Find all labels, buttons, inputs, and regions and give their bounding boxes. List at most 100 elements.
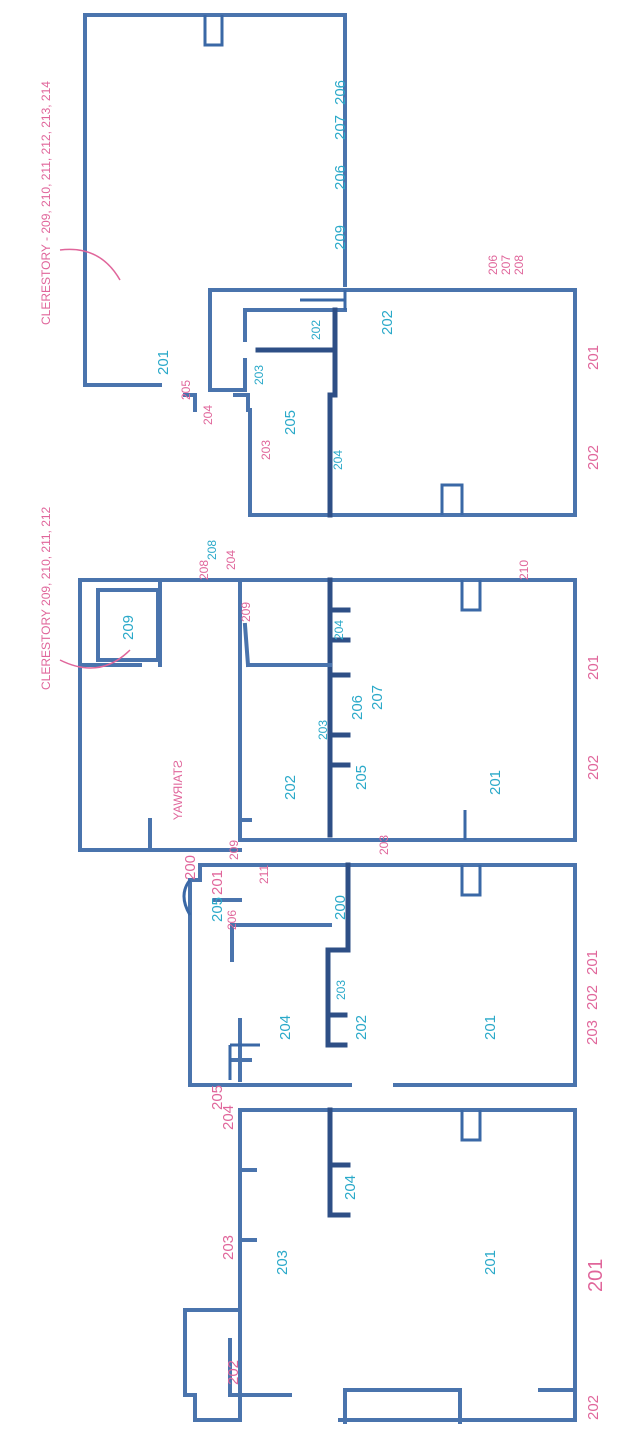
unit-4-blue-label: 206	[332, 165, 349, 190]
unit-2-blue-label: 203	[334, 980, 348, 1000]
unit-3-stairway-label: STAIRWAY	[171, 760, 185, 820]
unit-4-clerestory-arrow	[59, 248, 121, 281]
unit-4-blue-label: 205	[282, 410, 299, 435]
unit-4-pink-label: 206	[486, 255, 500, 275]
unit-2-pink-label: 200	[182, 855, 199, 880]
unit-4-pink-label: 203	[259, 440, 273, 460]
unit-2-pink-label: 203	[584, 1020, 601, 1045]
unit-3-blue-label: 203	[316, 720, 330, 740]
unit-3-labels: 208 209 210 204 203 201 202 209 211 208 …	[39, 506, 602, 884]
unit-4-blue-label: 202	[379, 310, 396, 335]
unit-3-stair-room	[96, 588, 160, 662]
unit-3-blue-label: 205	[353, 765, 370, 790]
unit-3-blue-label: 204	[332, 620, 346, 640]
unit-3-pink-label: 208	[197, 560, 211, 580]
unit-4-pink-label: 202	[585, 445, 602, 470]
unit-4-pink-label: 204	[201, 405, 215, 425]
unit-3-pink-label: 209	[227, 840, 241, 860]
unit-1-pink-label: 204	[220, 1105, 237, 1130]
unit-2-walls	[182, 862, 577, 1087]
unit-2-bay-window	[460, 865, 482, 897]
unit-3-pink-label: 204	[224, 550, 238, 570]
unit-4-pink-label: 207	[499, 255, 513, 275]
unit-4-blue-label: 203	[252, 365, 266, 385]
unit-2-pink-label: 202	[584, 985, 601, 1010]
unit-3-partition	[327, 577, 351, 838]
unit-2-pink-label: 201	[209, 870, 226, 895]
unit-2-outline	[188, 863, 577, 1087]
unit-3-blue-label: 208	[205, 540, 219, 560]
unit-2-blue-label: 204	[277, 1015, 294, 1040]
unit-3-pink-label: 209	[239, 602, 253, 622]
unit-1-walls	[183, 1107, 577, 1424]
unit-3-walls	[78, 577, 577, 852]
unit-3-pink-label: 211	[257, 865, 271, 884]
unit-2-blue-label: 205	[209, 897, 226, 922]
unit-1-outline	[183, 1108, 577, 1422]
unit-2-partition	[325, 862, 351, 1048]
unit-1-right-bays	[538, 1108, 577, 1422]
unit-4-column-marker	[343, 213, 347, 217]
unit-2-closet	[228, 1043, 260, 1080]
unit-3-blue-label: 206	[349, 695, 366, 720]
unit-4-column-marker	[343, 190, 347, 194]
unit-2-blue-label: 200	[332, 895, 349, 920]
unit-3-blue-label: 202	[282, 775, 299, 800]
unit-3-outline	[233, 578, 577, 842]
unit-4-blue-label: 201	[155, 350, 172, 375]
unit-3-pink-label: 203	[377, 835, 391, 855]
unit-2-inner-rooms	[230, 923, 332, 1082]
unit-4-stub-walls	[300, 290, 347, 310]
unit-4-walls	[83, 13, 577, 518]
unit-3-clerestory-arrow	[59, 649, 131, 669]
unit-4-blue-label: 204	[331, 450, 345, 470]
unit-1-blue-label: 204	[342, 1175, 359, 1200]
unit-2-pink-label: 205	[209, 1085, 226, 1110]
unit-1-partition	[327, 1107, 351, 1218]
unit-3-right-wall	[538, 578, 577, 842]
unit-2-blue-label: 201	[482, 1015, 499, 1040]
unit-2-labels: 201 200 205 206 203 202 201 205 200 203 …	[182, 855, 601, 1110]
unit-4-blue-label: 202	[309, 320, 323, 340]
unit-4-blue-label: 206	[332, 80, 349, 105]
unit-1-blue-label: 201	[482, 1250, 499, 1275]
unit-4-right-wall	[538, 288, 577, 517]
unit-1-pink-label: 202	[585, 1395, 602, 1420]
unit-2-pink-label: 201	[584, 950, 601, 975]
unit-4-column-marker	[343, 158, 347, 162]
unit-4-labels: 203 204 205 206 207 208 201 202 201 205 …	[39, 80, 602, 470]
unit-4-pink-label: 205	[179, 380, 193, 400]
unit-1-bottom-wall	[343, 1388, 462, 1424]
unit-1-bay-window	[460, 1110, 482, 1142]
unit-2-blue-label: 202	[353, 1015, 370, 1040]
unit-2-swing-door	[182, 879, 192, 916]
unit-4-bottom-bay	[440, 483, 464, 515]
unit-4-partition	[255, 307, 338, 518]
unit-3-pink-label: 210	[517, 560, 531, 580]
unit-3-inner-rooms	[238, 622, 332, 822]
unit-1-pink-label: 202	[225, 1360, 242, 1385]
unit-4-upper-rooms	[208, 288, 347, 392]
unit-3-clerestory-note: CLERESTORY 209, 210, 211, 212	[39, 506, 53, 690]
unit-1-left-wing	[198, 1308, 292, 1397]
unit-3-bay-window	[460, 580, 482, 612]
unit-3-blue-label: 207	[369, 685, 386, 710]
unit-1-pink-label: 201	[585, 1259, 607, 1292]
unit-3-blue-label: 201	[487, 770, 504, 795]
unit-3-pink-label: 202	[585, 755, 602, 780]
unit-4-blue-label: 209	[332, 225, 349, 250]
unit-3-pink-label: 201	[585, 655, 602, 680]
unit-4-pink-label: 208	[512, 255, 526, 275]
unit-4-middle-rooms	[183, 393, 250, 412]
unit-1-labels: 202 202 203 204 201 203 204 201	[220, 1105, 607, 1420]
unit-4-pink-label: 201	[585, 345, 602, 370]
unit-4-blue-label: 207	[332, 115, 349, 140]
unit-1-pink-label: 203	[220, 1235, 237, 1260]
unit-2-pink-label: 206	[225, 910, 239, 930]
unit-4-clerestory-note: CLERESTORY - 209, 210, 211, 212, 213, 21…	[39, 81, 53, 325]
unit-4-large-room	[83, 13, 347, 387]
unit-3-blue-label: 209	[120, 615, 137, 640]
unit-1-blue-label: 203	[274, 1250, 291, 1275]
unit-2-entry	[198, 863, 242, 902]
